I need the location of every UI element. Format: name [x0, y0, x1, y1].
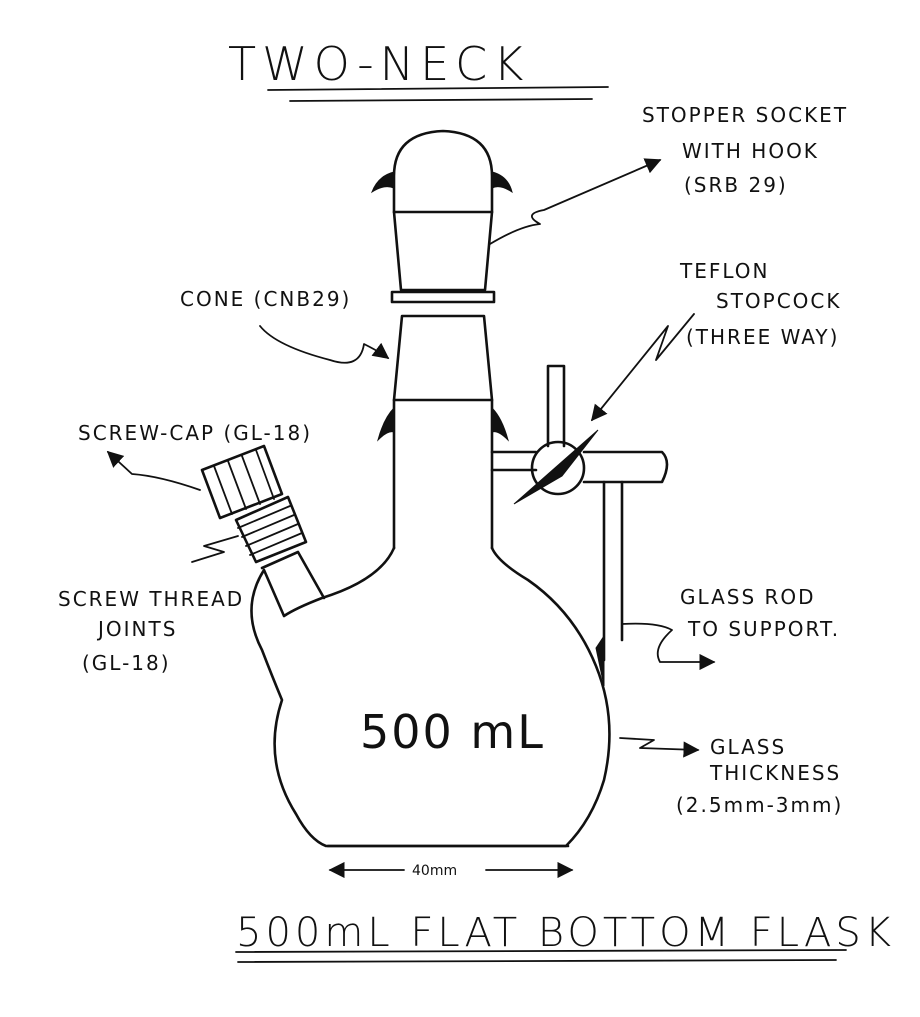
cone-pointer: [259, 325, 390, 364]
cone-label: CONE (CNB29): [180, 287, 351, 311]
screw-thread-label-line-1: SCREW THREAD: [58, 587, 244, 611]
screw-cap: [200, 444, 284, 520]
glass-rod-support: [602, 480, 624, 662]
glass-thickness-label-line-1: GLASS: [710, 735, 786, 759]
stopcock-key: [513, 429, 599, 505]
diagram-title: TWO-NECK: [228, 37, 529, 91]
stopper-dome: [392, 129, 494, 214]
glass-thickness-pointer: [619, 737, 700, 758]
screw-cap-label: SCREW-CAP (GL-18): [78, 421, 312, 445]
screw-thread-joint: [234, 495, 308, 564]
stopper-label-line-1: STOPPER SOCKET: [642, 103, 848, 127]
title-underline-2: [289, 98, 593, 102]
rod-joint: [595, 634, 605, 687]
teflon-stopcock: [530, 440, 586, 496]
screw-thread-label-line-2: JOINTS: [96, 617, 177, 641]
stopcock-label-line-3: (THREE WAY): [686, 325, 839, 349]
stopper-pointer: [489, 158, 662, 245]
glass-rod-label-line-2: TO SUPPORT.: [687, 617, 840, 641]
stopcock-inlet-arm: [490, 450, 538, 472]
neck-hook-left: [377, 406, 395, 442]
stopcock-outlet-arm: [582, 450, 669, 484]
title-underline: [267, 86, 609, 91]
stopcock-label-line-1: TEFLON: [679, 259, 770, 283]
footer-underline-2: [237, 959, 837, 963]
stopper-label-line-2: WITH HOOK: [682, 139, 819, 163]
glass-rod-pointer: [621, 622, 716, 671]
screw-thread-pointer: [191, 535, 239, 563]
stopper-socket: [392, 210, 494, 292]
glass-thickness-label-line-2: THICKNESS: [709, 761, 841, 785]
width-dimension: 40mm: [412, 863, 457, 879]
screw-cap-pointer: [106, 450, 201, 491]
neck-hook-right: [491, 406, 509, 442]
glass-rod-label-line-1: GLASS ROD: [680, 585, 816, 609]
screw-thread-label-line-3: (GL-18): [82, 651, 171, 675]
stopper-label-line-3: (SRB 29): [684, 173, 788, 197]
glass-thickness-label-line-3: (2.5mm-3mm): [676, 793, 843, 817]
socket-ring: [390, 290, 496, 304]
cone-joint: [392, 314, 494, 402]
footer-underline: [235, 949, 847, 953]
stopper-hook-right: [491, 171, 513, 194]
stopcock-pointer: [590, 313, 695, 422]
side-neck: [260, 550, 326, 600]
stopcock-vertical-arm: [546, 364, 566, 448]
flask-name: 500mL FLAT BOTTOM FLASK: [236, 910, 895, 956]
stopper-hook-left: [370, 171, 395, 194]
main-neck: [392, 398, 494, 550]
volume-label: 500 mL: [360, 705, 545, 759]
flask-bulb: [250, 546, 611, 848]
stopcock-label-line-2: STOPCOCK: [716, 289, 842, 313]
